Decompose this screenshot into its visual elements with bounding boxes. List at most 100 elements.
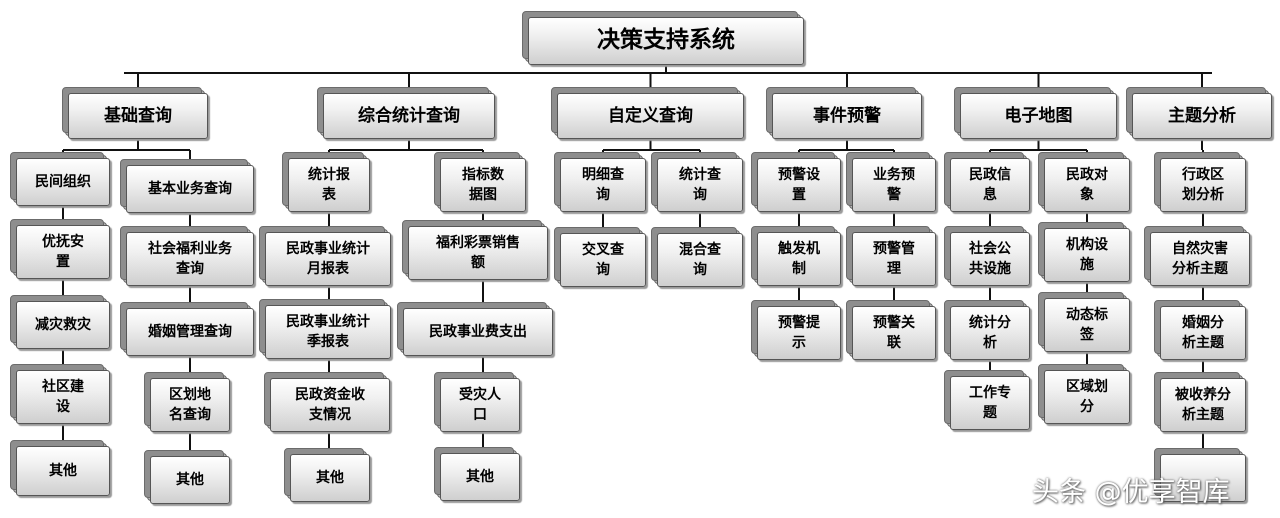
item-node-2-2-1-label: 指标数 据图 <box>462 166 504 203</box>
category-node-5-label: 电子地图 <box>1004 105 1073 126</box>
item-node-2-2-2-label: 福利彩票销售 额 <box>436 234 520 271</box>
item-node-2-2-1: 指标数 据图 <box>434 152 526 212</box>
item-node-2-1-1: 统计报 表 <box>282 152 370 212</box>
category-node-4: 事件预警 <box>766 87 922 139</box>
item-node-2-1-4: 民政资金收 支情况 <box>264 372 390 432</box>
category-node-6: 主题分析 <box>1126 87 1272 139</box>
item-node-1-2-4: 区划地 名查询 <box>144 372 230 432</box>
item-node-1-2-1: 基本业务查询 <box>120 159 254 213</box>
item-node-5-1-1: 民政信 息 <box>944 152 1030 212</box>
item-node-1-1-5-label: 其他 <box>49 462 77 479</box>
item-node-2-2-4: 受灾人 口 <box>434 372 520 432</box>
item-node-2-2-3-label: 民政事业费支出 <box>429 323 527 340</box>
item-node-5-2-4-label: 区域划 分 <box>1066 378 1108 415</box>
item-node-5-2-3-label: 动态标 签 <box>1066 306 1108 343</box>
item-node-6-1-4-label: 被收养分 析主题 <box>1175 386 1231 423</box>
item-node-5-1-4: 工作专 题 <box>944 370 1030 430</box>
item-node-3-1-2-label: 交叉查 询 <box>582 241 624 278</box>
item-node-2-1-5: 其他 <box>284 448 370 502</box>
item-node-3-2-2-label: 混合查 询 <box>679 241 721 278</box>
item-node-1-2-4-label: 区划地 名查询 <box>169 386 211 423</box>
item-node-1-2-3: 婚姻管理查询 <box>120 302 254 356</box>
item-node-1-2-5: 其他 <box>144 450 230 504</box>
item-node-1-1-3: 减灾救灾 <box>10 295 110 349</box>
category-node-2-label: 综合统计查询 <box>358 105 460 126</box>
item-node-5-2-1: 民政对 象 <box>1038 152 1130 212</box>
item-node-6-1-3-label: 婚姻分 析主题 <box>1182 314 1224 351</box>
item-node-6-1-1-label: 行政区 划分析 <box>1182 166 1224 203</box>
item-node-6-1-4: 被收养分 析主题 <box>1154 372 1246 432</box>
item-node-5-1-3-label: 统计分 析 <box>969 314 1011 351</box>
category-node-6-label: 主题分析 <box>1168 105 1236 126</box>
item-node-2-1-3-label: 民政事业统计 季报表 <box>286 313 370 350</box>
item-node-2-1-2: 民政事业统计 月报表 <box>259 226 391 286</box>
item-node-6-1-1: 行政区 划分析 <box>1154 152 1246 212</box>
item-node-5-2-2: 机构设 施 <box>1038 222 1130 282</box>
item-node-2-2-2: 福利彩票销售 额 <box>402 220 548 280</box>
category-node-3-label: 自定义查询 <box>608 105 693 126</box>
item-node-3-2-1-label: 统计查 询 <box>679 166 721 203</box>
category-node-4-label: 事件预警 <box>813 105 881 126</box>
root-node: 决策支持系统 <box>522 11 804 65</box>
item-node-2-1-3: 民政事业统计 季报表 <box>259 299 391 359</box>
item-node-1-2-2-label: 社会福利业务 查询 <box>148 240 232 277</box>
item-node-1-1-4: 社区建 设 <box>10 364 110 424</box>
item-node-4-1-1: 预警设 置 <box>751 152 841 212</box>
item-node-1-1-3-label: 减灾救灾 <box>35 316 91 333</box>
item-node-4-2-2: 预警管 理 <box>846 226 936 286</box>
item-node-3-1-1-label: 明细查 询 <box>582 166 624 203</box>
item-node-5-1-4-label: 工作专 题 <box>969 384 1011 421</box>
item-node-1-1-2: 优抚安 置 <box>10 219 110 279</box>
item-node-5-1-3: 统计分 析 <box>944 300 1030 360</box>
item-node-3-1-1: 明细查 询 <box>554 152 646 212</box>
item-node-2-2-5: 其他 <box>434 447 520 501</box>
watermark-text: 头条 @优享智库 <box>1032 477 1230 508</box>
item-node-5-2-4: 区域划 分 <box>1038 364 1130 424</box>
item-node-5-2-2-label: 机构设 施 <box>1066 236 1108 273</box>
item-node-2-1-1-label: 统计报 表 <box>308 166 350 203</box>
category-node-3: 自定义查询 <box>551 87 744 139</box>
category-node-5: 电子地图 <box>954 87 1117 139</box>
item-node-5-2-1-label: 民政对 象 <box>1066 166 1108 203</box>
category-node-1-label: 基础查询 <box>104 105 172 126</box>
item-node-5-1-2: 社会公 共设施 <box>944 226 1030 286</box>
item-node-2-2-4-label: 受灾人 口 <box>459 386 501 423</box>
item-node-1-2-2: 社会福利业务 查询 <box>120 226 254 286</box>
item-node-1-1-1: 民间组织 <box>10 152 110 206</box>
item-node-4-2-1: 业务预 警 <box>846 152 936 212</box>
item-node-1-2-1-label: 基本业务查询 <box>148 180 232 197</box>
root-label: 决策支持系统 <box>597 27 735 54</box>
item-node-2-1-5-label: 其他 <box>316 469 344 486</box>
item-node-1-1-4-label: 社区建 设 <box>42 378 84 415</box>
item-node-5-2-3: 动态标 签 <box>1038 292 1130 352</box>
item-node-4-1-2-label: 触发机 制 <box>778 240 820 277</box>
item-node-3-1-2: 交叉查 询 <box>554 227 646 287</box>
item-node-6-1-2-label: 自然灾害 分析主题 <box>1172 240 1228 277</box>
item-node-1-2-5-label: 其他 <box>176 471 204 488</box>
item-node-2-1-4-label: 民政资金收 支情况 <box>295 386 365 423</box>
item-node-3-2-1: 统计查 询 <box>651 152 743 212</box>
item-node-1-1-5: 其他 <box>10 440 110 496</box>
item-node-4-2-2-label: 预警管 理 <box>873 240 915 277</box>
item-node-6-1-3: 婚姻分 析主题 <box>1154 300 1246 360</box>
item-node-3-2-2: 混合查 询 <box>651 227 743 287</box>
item-node-2-1-2-label: 民政事业统计 月报表 <box>286 240 370 277</box>
item-node-5-1-2-label: 社会公 共设施 <box>969 240 1011 277</box>
item-node-1-1-1-label: 民间组织 <box>35 173 91 190</box>
item-node-4-1-3-label: 预警提 示 <box>778 314 820 351</box>
category-node-2: 综合统计查询 <box>317 87 495 139</box>
item-node-1-2-3-label: 婚姻管理查询 <box>148 323 232 340</box>
item-node-4-2-1-label: 业务预 警 <box>873 166 915 203</box>
item-node-4-1-2: 触发机 制 <box>751 226 841 286</box>
item-node-1-1-2-label: 优抚安 置 <box>42 233 84 270</box>
item-node-5-1-1-label: 民政信 息 <box>969 166 1011 203</box>
item-node-4-2-3: 预警关 联 <box>846 300 936 360</box>
item-node-4-2-3-label: 预警关 联 <box>873 314 915 351</box>
category-node-1: 基础查询 <box>62 87 208 139</box>
item-node-4-1-1-label: 预警设 置 <box>778 166 820 203</box>
item-node-2-2-3: 民政事业费支出 <box>397 302 553 356</box>
item-node-4-1-3: 预警提 示 <box>751 300 841 360</box>
item-node-6-1-2: 自然灾害 分析主题 <box>1144 226 1250 286</box>
item-node-2-2-5-label: 其他 <box>466 468 494 485</box>
item-node-6-1-5 <box>1154 448 1246 502</box>
